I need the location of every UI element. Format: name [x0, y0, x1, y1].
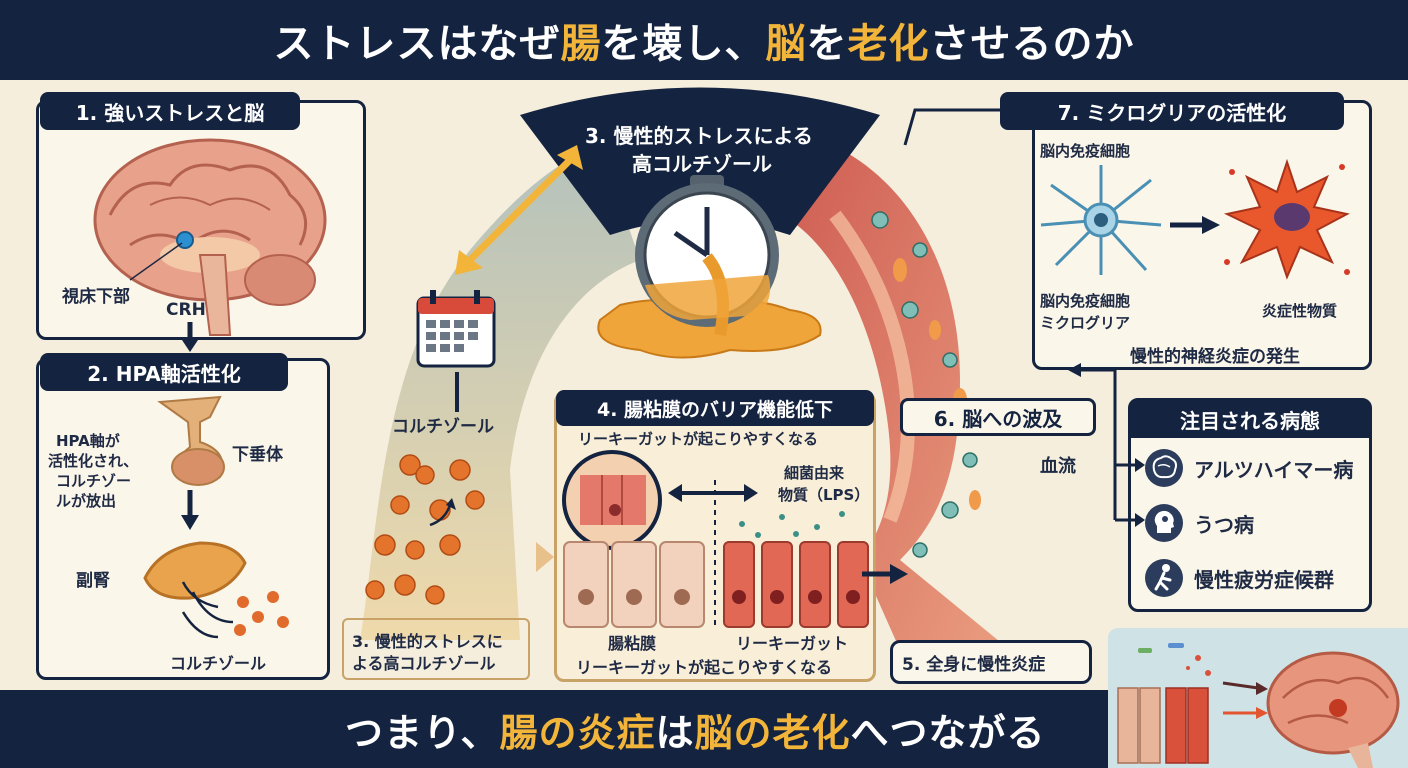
adrenal-label: 副腎	[76, 571, 110, 591]
disease-item-cfs: 慢性疲労症候群	[1144, 558, 1334, 598]
immune-cell2-line2: ミクログリア	[1040, 314, 1131, 332]
calendar-to-label-line	[455, 372, 459, 412]
disease-item-depression: うつ病	[1144, 503, 1254, 543]
brain-icon	[1145, 449, 1183, 487]
panel5-box	[890, 640, 1092, 684]
disease-label-cfs: 慢性疲労症候群	[1194, 567, 1334, 592]
resting-microglia	[1040, 165, 1162, 275]
title-seg-7: させるのか	[929, 21, 1135, 67]
panel6-title: 6. 脳への波及	[900, 398, 1096, 436]
title-seg-4: 脳	[765, 21, 807, 67]
immune-cell-label: 脳内免疫細胞	[1040, 142, 1131, 160]
brain-illustration	[93, 138, 327, 336]
arrow-vessel-to-p7	[903, 103, 1025, 146]
cortisol-release-arrows	[181, 581, 289, 639]
footer-seg-2: 腸の炎症	[499, 710, 656, 755]
hpa-desc-3: コルチゾー	[56, 472, 132, 490]
title-bar: ストレスはなぜ 腸 を壊し、 脳 を 老化 させるのか	[0, 0, 1408, 80]
panel4-title: 4. 腸粘膜のバリア機能低下	[556, 390, 874, 426]
hpa-desc-4: ルが放出	[56, 492, 117, 510]
disease-label-depression: うつ病	[1194, 512, 1254, 537]
hypothalamus-label: 視床下部	[62, 287, 130, 307]
pituitary-label: 下垂体	[232, 445, 283, 465]
adrenal-illustration	[143, 541, 247, 600]
activation-arrow	[1170, 216, 1220, 234]
inflammatory-label: 炎症性物質	[1262, 302, 1338, 320]
activated-microglia	[1223, 158, 1350, 280]
footer-seg-4: 脳の老化	[694, 710, 851, 755]
title-seg-1: ストレスはなぜ	[273, 21, 561, 67]
disease-item-alzheimers: アルツハイマー病	[1144, 448, 1353, 488]
melting-clock-illustration	[597, 175, 822, 359]
title-seg-5: を	[806, 21, 848, 67]
mucosa-zoom-circle	[562, 450, 662, 550]
footer-seg-3: は	[655, 710, 695, 755]
immune-cell2-line1: 脳内免疫細胞	[1040, 292, 1131, 310]
lps-label-1: 細菌由来	[784, 464, 845, 482]
hpa-desc-1: HPA軸が	[56, 432, 120, 450]
crh-label: CRH	[166, 300, 206, 320]
arrow-p3-to-p4	[536, 542, 554, 572]
panel3-bottom-line2: よる高コルチゾール	[352, 654, 496, 673]
disease-label-alzheimers: アルツハイマー病	[1194, 457, 1354, 482]
title-seg-2: 腸	[560, 21, 602, 67]
double-arrow-tight-leaky	[668, 484, 758, 502]
healthy-mucosa-cells	[563, 541, 705, 628]
panel3-bottom-line1: 3. 慢性的ストレスに	[352, 632, 503, 651]
head-icon	[1145, 504, 1183, 542]
cortisol-particles	[365, 454, 485, 605]
footer-seg-5: へつながる	[850, 710, 1046, 755]
panel3-bottom-box	[342, 618, 530, 680]
footer-seg-1: つまり、	[345, 710, 500, 755]
divider-dashed	[714, 480, 716, 630]
panel4-subtitle: リーキーガットが起こりやすくなる	[578, 430, 819, 448]
leaky-gut-label: リーキーガット	[736, 634, 849, 653]
panel1-title: 1. 強いストレスと脳	[40, 92, 300, 130]
title-seg-6: 老化	[847, 21, 930, 67]
mucosa-label: 腸粘膜	[608, 634, 657, 653]
arrow-p1-to-p2	[182, 322, 198, 352]
hypothalamus-pointer	[129, 242, 183, 281]
title-seg-3: を壊し、	[601, 21, 766, 67]
panel3-title-line2: 高コルチゾール	[632, 152, 772, 176]
lps-label-2: 物質（LPS）	[778, 486, 870, 504]
cortisol-label-p3: コルチゾール	[392, 417, 494, 437]
leaky-gut-cells	[723, 511, 869, 628]
calendar-icon	[416, 290, 496, 368]
tired-person-icon	[1145, 559, 1183, 597]
panel2-title: 2. HPA軸活性化	[40, 353, 288, 391]
panel7-title: 7. ミクログリアの活性化	[1000, 92, 1344, 130]
panel4-bottom: リーキーガットが起こりやすくなる	[576, 658, 833, 677]
gut-brain-illustration	[1108, 628, 1408, 768]
panel3-title-line1: 3. 慢性的ストレスによる	[585, 124, 813, 148]
bloodflow-label: 血流	[1040, 456, 1076, 477]
panel7-conclusion: 慢性的神経炎症の発生	[1130, 347, 1300, 367]
hpa-desc-2: 活性化され、	[48, 452, 139, 470]
connector-bracket	[1068, 363, 1145, 527]
diseases-title: 注目される病態	[1130, 400, 1370, 438]
arrow-pituitary-to-adrenal	[181, 490, 199, 530]
panel5-label: 5. 全身に慢性炎症	[902, 655, 1046, 675]
arrow-p4-to-p5	[862, 564, 908, 584]
pituitary-illustration	[157, 395, 225, 486]
cortisol-label-p2: コルチゾール	[170, 654, 267, 673]
double-arrow-calendar-clock	[455, 145, 583, 275]
